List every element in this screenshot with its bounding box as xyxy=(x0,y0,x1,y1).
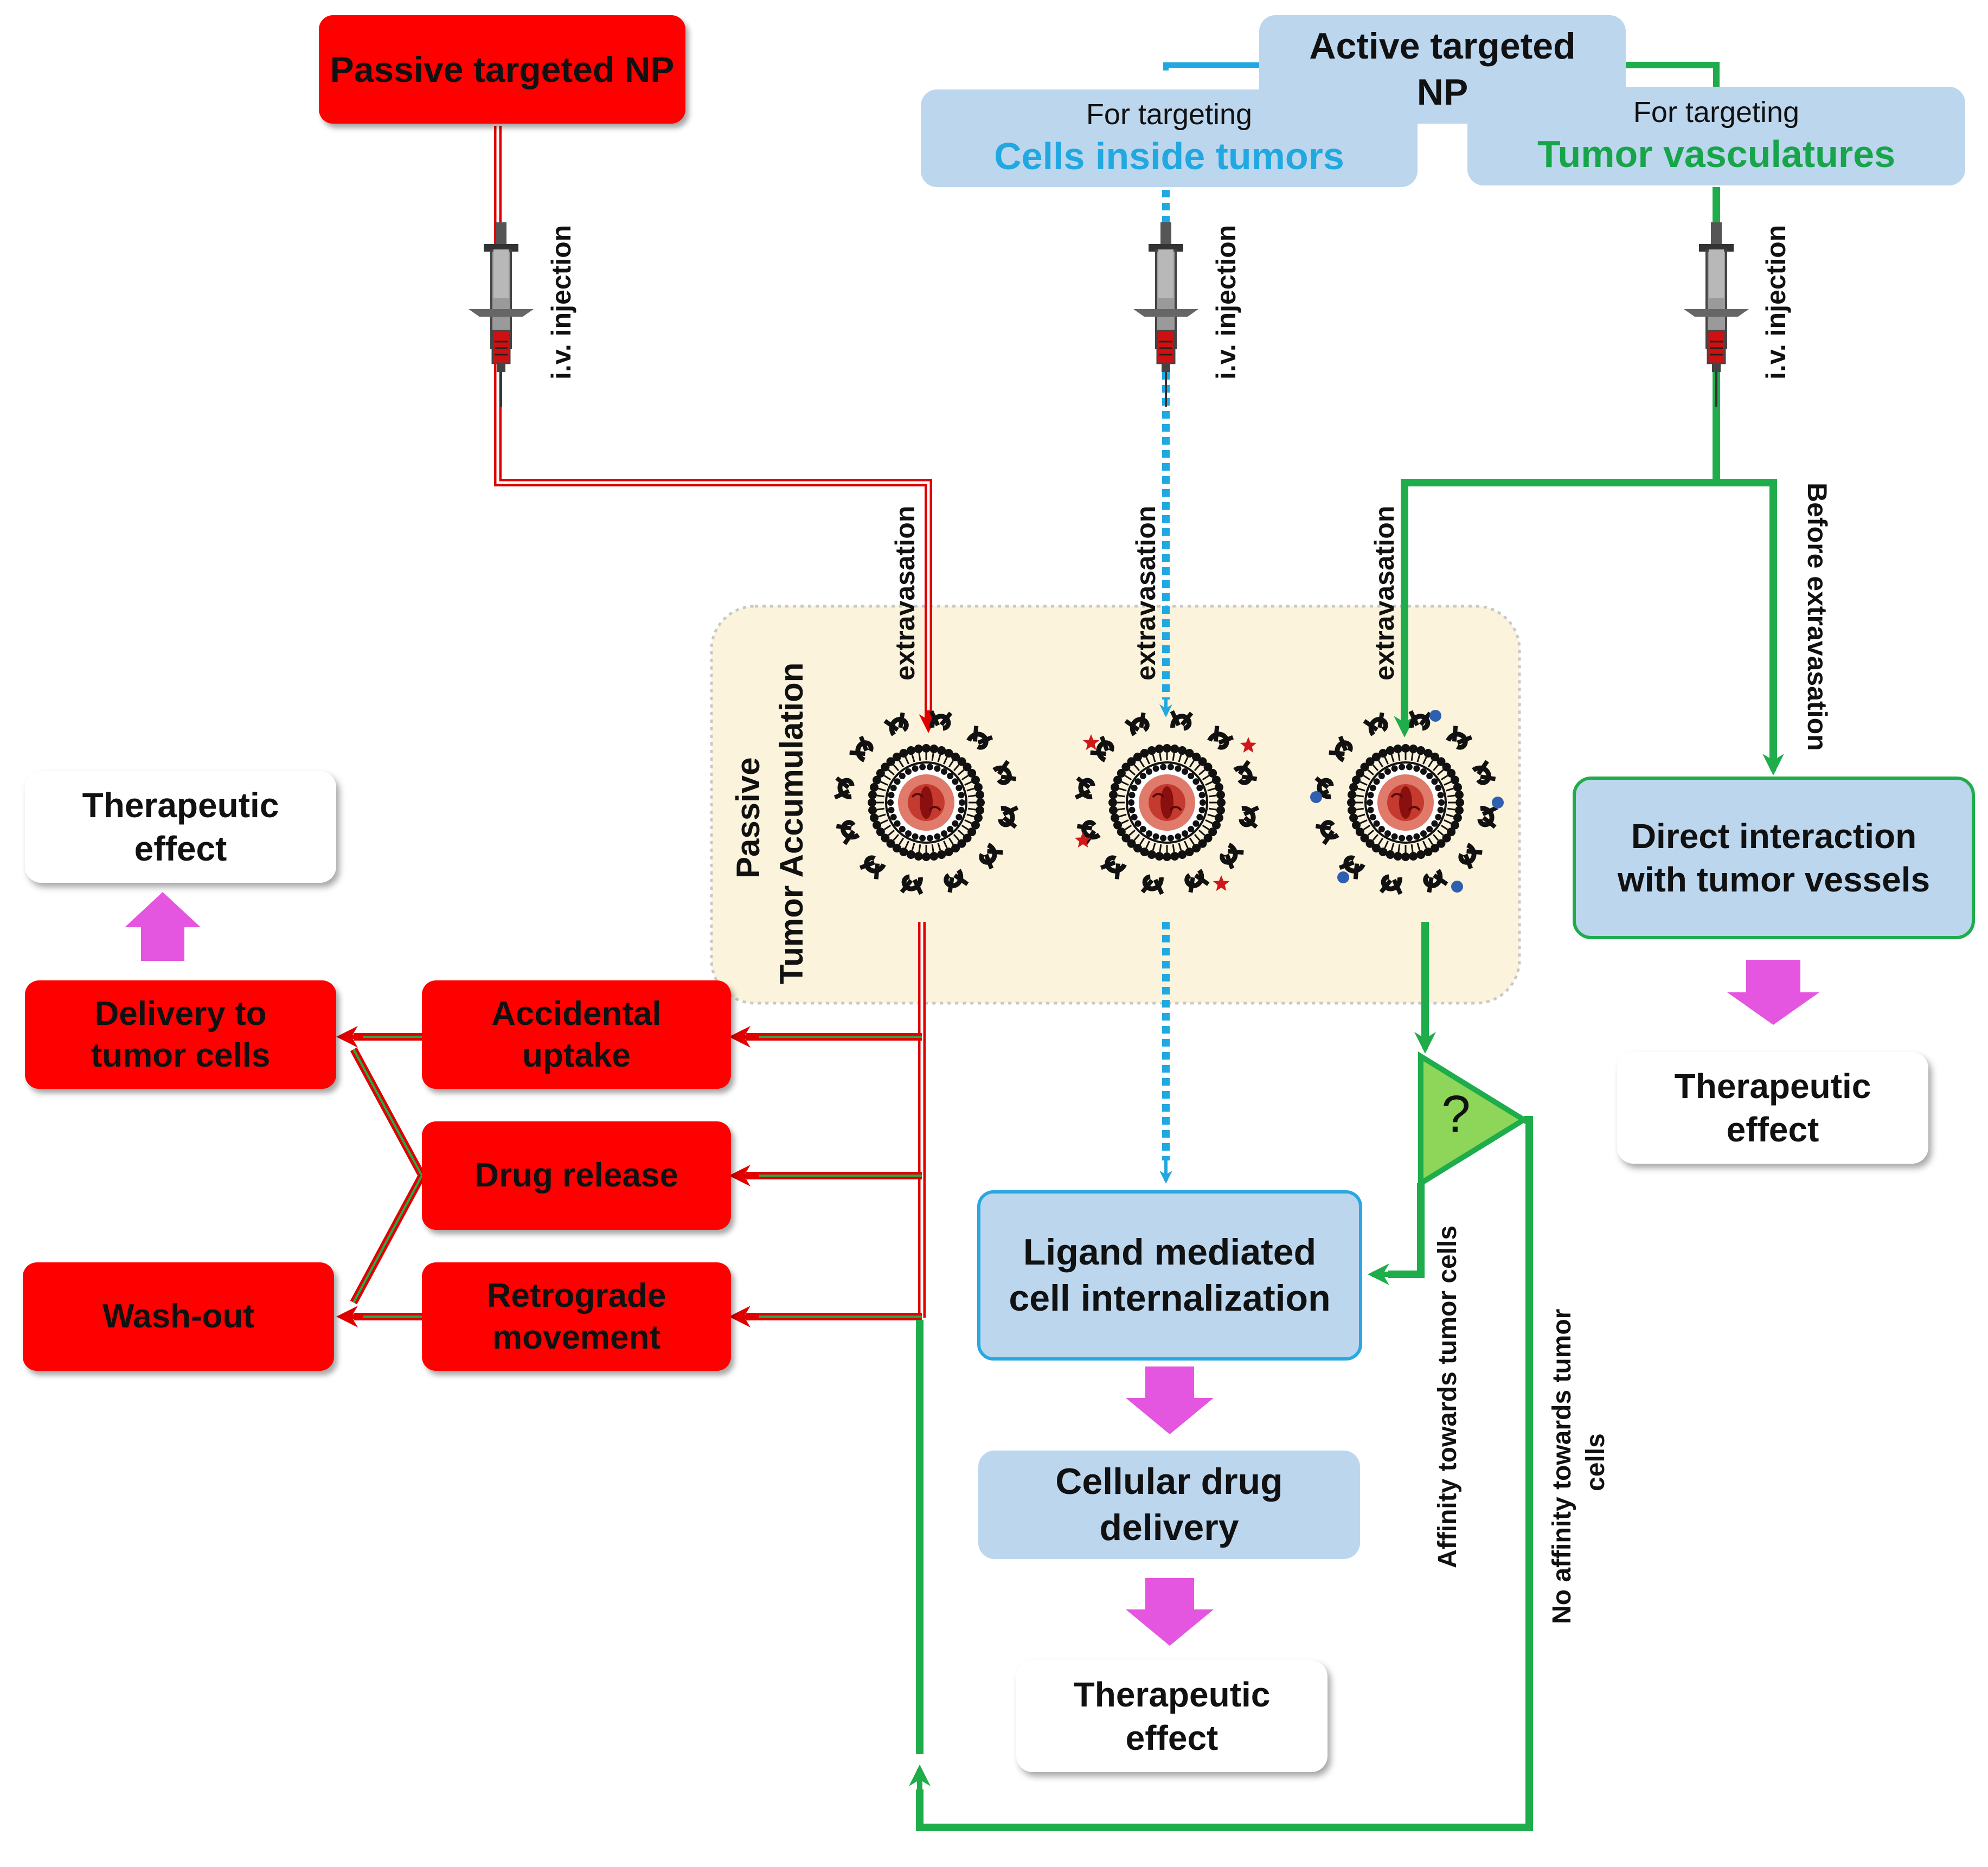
effect-arrow-cellular xyxy=(1126,1578,1214,1646)
therapeutic-effect-cell-box: Therapeutic effect xyxy=(1016,1660,1328,1772)
injection-label: i.v. injection xyxy=(1211,224,1241,380)
target-cells-name: Cells inside tumors xyxy=(994,135,1344,177)
no-affinity-label-1: No affinity towards tumor xyxy=(1548,1308,1576,1624)
accidental-uptake-label: Accidental uptake xyxy=(491,995,662,1075)
effect-arrow-ligand xyxy=(1126,1366,1214,1434)
cellular-drug-delivery-box: Cellular drug delivery xyxy=(978,1451,1360,1559)
active-targeted-np-box: Active targeted NP xyxy=(1259,15,1626,124)
target-vessels-prefix: For targeting xyxy=(1633,95,1800,129)
extravasation-label: extravasation xyxy=(890,505,920,681)
therapeutic-effect-label: Therapeutic effect xyxy=(1674,1067,1871,1149)
target-cells-prefix: For targeting xyxy=(1086,98,1253,131)
active-np-title: Active targeted NP xyxy=(1309,25,1576,113)
cellular-drug-delivery-label: Cellular drug delivery xyxy=(1055,1461,1283,1548)
wash-out-label: Wash-out xyxy=(102,1298,255,1336)
therapeutic-effect-label: Therapeutic effect xyxy=(1073,1675,1271,1757)
ligand-internalization-label: Ligand mediated cell internalization xyxy=(1009,1231,1331,1319)
target-vessels-name: Tumor vasculatures xyxy=(1537,133,1896,175)
syringe-icon xyxy=(1683,221,1750,408)
before-extravasation-label: Before extravasation xyxy=(1802,483,1832,751)
delivery-to-tumor-cells-box: Delivery to tumor cells xyxy=(25,980,336,1089)
direct-interaction-box: Direct interaction with tumor vessels xyxy=(1573,777,1975,939)
nanoparticle-icon xyxy=(833,710,1019,895)
therapeutic-effect-label: Therapeutic effect xyxy=(82,786,279,868)
decision-triangle xyxy=(1418,1051,1529,1188)
retrograde-movement-label: Retrograde movement xyxy=(486,1276,666,1357)
affinity-label: Affinity towards tumor cells xyxy=(1433,1225,1462,1568)
wash-out-box: Wash-out xyxy=(23,1262,334,1371)
nanoparticle-icon xyxy=(1074,710,1260,895)
effect-arrow-up xyxy=(125,892,201,961)
ligand-mediated-internalization-box: Ligand mediated cell internalization xyxy=(977,1190,1362,1361)
nanoparticle-icon xyxy=(1310,710,1504,895)
effect-arrows xyxy=(125,892,1819,1646)
injection-label: i.v. injection xyxy=(1761,224,1791,380)
retrograde-movement-box: Retrograde movement xyxy=(422,1262,731,1371)
effect-arrow-vessels xyxy=(1727,960,1819,1025)
drug-release-box: Drug release xyxy=(422,1121,731,1230)
accidental-uptake-box: Accidental uptake xyxy=(422,980,731,1089)
extravasation-label: extravasation xyxy=(1369,505,1400,681)
syringe-icon xyxy=(467,221,535,408)
passive-connectors xyxy=(336,126,938,1327)
passive-accumulation-label-1: Passive xyxy=(730,757,766,878)
passive-np-title: Passive targeted NP xyxy=(330,49,675,89)
delivery-to-tumor-cells-label: Delivery to tumor cells xyxy=(91,995,271,1075)
syringe-icon xyxy=(1132,221,1200,408)
target-cells-box: For targeting Cells inside tumors xyxy=(921,89,1418,187)
injection-label: i.v. injection xyxy=(546,224,576,380)
passive-accumulation-label-2: Tumor Accumulation xyxy=(773,662,810,984)
extravasation-label: extravasation xyxy=(1131,505,1161,681)
direct-interaction-label: Direct interaction with tumor vessels xyxy=(1617,817,1931,899)
drug-release-label: Drug release xyxy=(474,1157,678,1195)
therapeutic-effect-vessel-box: Therapeutic effect xyxy=(1617,1052,1928,1164)
passive-targeted-np-box: Passive targeted NP xyxy=(319,15,685,124)
no-affinity-label-2: cells xyxy=(1581,1433,1610,1491)
vessel-targeting-connectors xyxy=(909,62,1784,1831)
decision-question-mark: ? xyxy=(1441,1085,1471,1143)
therapeutic-effect-passive-box: Therapeutic effect xyxy=(25,771,336,883)
